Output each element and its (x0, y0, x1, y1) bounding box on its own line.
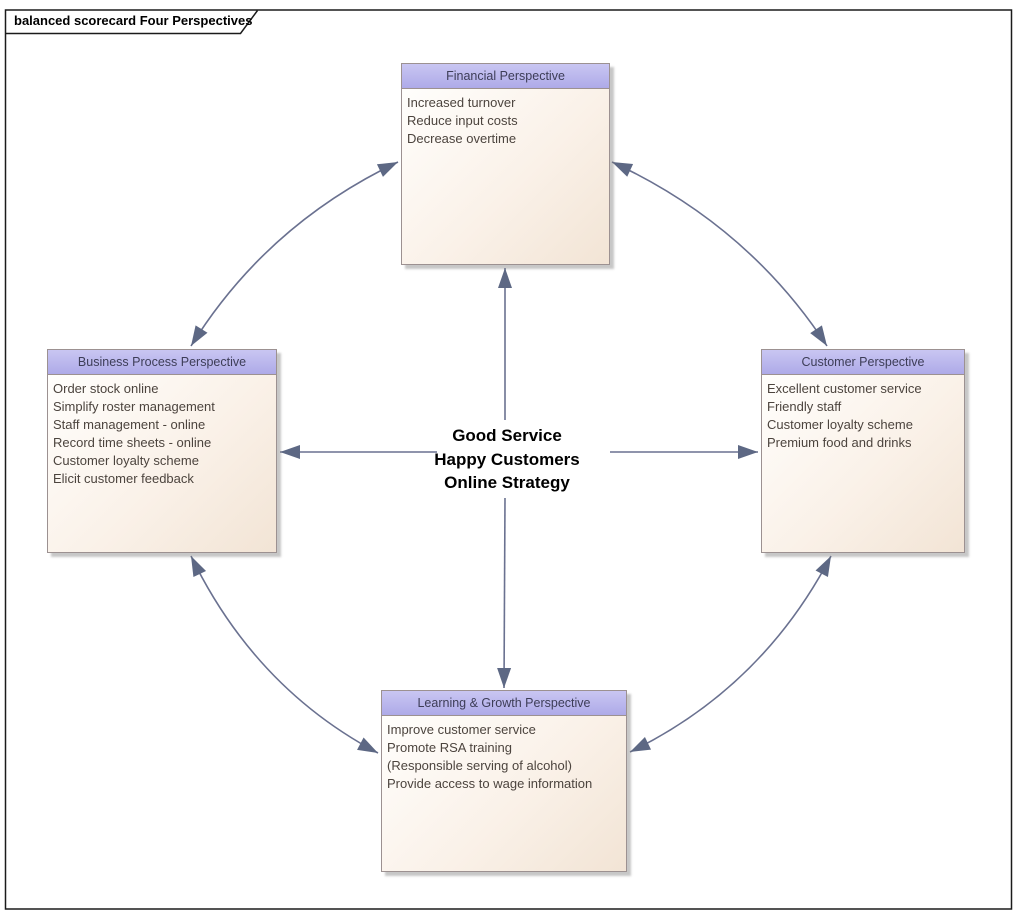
node-item: Record time sheets - online (53, 435, 212, 450)
connector-business-process-learning-growth[interactable] (190, 555, 379, 754)
node-item: Customer loyalty scheme (53, 453, 199, 468)
node-title: Customer Perspective (801, 355, 925, 369)
node-body: Excellent customer service Friendly staf… (762, 375, 964, 552)
node-header: Business Process Perspective (48, 350, 276, 375)
node-body: Order stock online Simplify roster manag… (48, 375, 276, 552)
strategy-line: Good Service (452, 426, 562, 445)
node-item: Premium food and drinks (767, 435, 912, 450)
node-item: Excellent customer service (767, 381, 922, 396)
node-header: Financial Perspective (402, 64, 609, 89)
diagram-name-tab: balanced scorecard Four Perspectives (14, 13, 253, 28)
node-item: Elicit customer feedback (53, 471, 194, 486)
node-item: Reduce input costs (407, 113, 518, 128)
diagram-frame-border (4, 9, 1013, 910)
node-title: Business Process Perspective (77, 355, 247, 369)
node-item: Customer loyalty scheme (767, 417, 913, 432)
node-header: Learning & Growth Perspective (382, 691, 626, 716)
node-item: Friendly staff (767, 399, 842, 414)
connector-financial-customer[interactable] (611, 161, 828, 347)
node-header: Customer Perspective (762, 350, 964, 375)
connector-business-process-financial[interactable] (190, 161, 399, 347)
node-financial-perspective[interactable]: Financial Perspective Increased turnover… (401, 63, 610, 265)
node-item: Improve customer service (387, 722, 536, 737)
diagram-name-tab-outline (5, 10, 259, 35)
node-item: Staff management - online (53, 417, 206, 432)
strategy-line: Happy Customers (434, 449, 580, 469)
node-item: Decrease overtime (407, 131, 517, 146)
node-item: Provide access to wage information (387, 776, 593, 791)
node-customer-perspective[interactable]: Customer Perspective Excellent customer … (761, 349, 965, 553)
connector-customer-learning-growth[interactable] (629, 555, 832, 753)
node-title: Financial Perspective (446, 69, 565, 83)
connector-center-to-learning-growth[interactable] (497, 497, 512, 689)
node-item: (Responsible serving of alcohol) (387, 758, 572, 773)
node-body: Increased turnover Reduce input costs De… (402, 89, 609, 264)
node-learning-growth-perspective[interactable]: Learning & Growth Perspective Improve cu… (381, 690, 627, 872)
node-item: Order stock online (53, 381, 159, 396)
node-body: Improve customer service Promote RSA tra… (382, 716, 626, 871)
node-item: Promote RSA training (387, 740, 513, 755)
node-title: Learning & Growth Perspective (417, 696, 591, 710)
node-business-process-perspective[interactable]: Business Process Perspective Order stock… (47, 349, 277, 553)
node-item: Simplify roster management (53, 399, 215, 414)
center-strategy-label: Good Service Happy Customers Online Stra… (397, 424, 617, 495)
node-item: Increased turnover (407, 95, 516, 110)
strategy-line: Online Strategy (444, 473, 570, 492)
